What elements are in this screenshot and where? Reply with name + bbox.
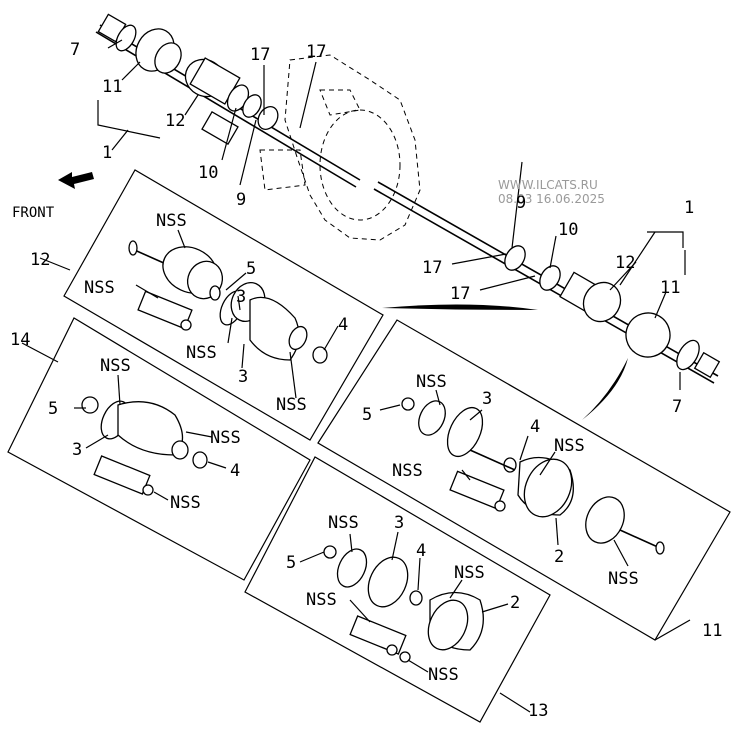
box-13-nss-b: NSS	[454, 563, 485, 583]
front-label: FRONT	[12, 205, 55, 221]
box-12-nss-c: NSS	[186, 343, 217, 363]
leader-swoops	[382, 304, 628, 420]
box-12-id: 12	[30, 250, 50, 270]
watermark-date: 08.03 16.06.2025	[498, 192, 605, 206]
box-13-callout-3: 3	[394, 513, 404, 533]
callout-17-left-a: 17	[250, 45, 270, 65]
box-13-nss-a: NSS	[328, 513, 359, 533]
callout-7-right: 7	[672, 397, 682, 417]
box-11-nss-b: NSS	[554, 436, 585, 456]
callout-9-left: 9	[236, 190, 246, 210]
callout-17-right-a: 17	[422, 258, 442, 278]
box-11	[317, 319, 731, 641]
callout-17-left-b: 17	[306, 42, 326, 62]
box-11-nss-d: NSS	[608, 569, 639, 589]
left-drive-shaft	[95, 13, 361, 188]
callout-12-left: 12	[165, 111, 185, 131]
box-13-nss-d: NSS	[428, 665, 459, 685]
box-11-callout-3: 3	[482, 389, 492, 409]
callout-7-left: 7	[70, 40, 80, 60]
box-14	[7, 317, 311, 581]
box-14-nss-c: NSS	[170, 493, 201, 513]
box-11-nss-c: NSS	[392, 461, 423, 481]
box-14-nss-b: NSS	[210, 428, 241, 448]
callout-11-left: 11	[102, 77, 122, 97]
box-14-callout-3: 3	[72, 440, 82, 460]
box-13-callout-2: 2	[510, 593, 520, 613]
box-14-nss-a: NSS	[100, 356, 131, 376]
callout-9-right: 9	[516, 193, 526, 213]
upper-callout-lines	[97, 39, 686, 390]
callout-12-right: 12	[615, 253, 635, 273]
callout-11-right: 11	[660, 278, 680, 298]
watermark-site: WWW.ILCATS.RU	[498, 178, 598, 192]
callout-10-left: 10	[198, 163, 218, 183]
callout-10-right: 10	[558, 220, 578, 240]
box-14-id: 14	[10, 330, 30, 350]
box-13-callout-4: 4	[416, 541, 426, 561]
box-11-callout-5: 5	[362, 405, 372, 425]
box-12	[39, 169, 384, 441]
box-13-callout-5: 5	[286, 553, 296, 573]
front-arrow-icon	[58, 172, 94, 189]
box-14-callout-4: 4	[230, 461, 240, 481]
callout-17-right-b: 17	[450, 284, 470, 304]
box-12-callout-3b: 3	[238, 367, 248, 387]
box-13-nss-c: NSS	[306, 590, 337, 610]
callout-1-left: 1	[102, 143, 112, 163]
box-12-nss-a: NSS	[156, 211, 187, 231]
box-12-nss-b: NSS	[84, 278, 115, 298]
box-12-callout-3a: 3	[236, 287, 246, 307]
box-11-id: 11	[702, 621, 722, 641]
box-11-callout-4: 4	[530, 417, 540, 437]
differential-housing	[259, 54, 421, 241]
callout-1-right: 1	[684, 198, 694, 218]
box-14-callout-5: 5	[48, 399, 58, 419]
box-11-callout-2: 2	[554, 547, 564, 567]
box-12-callout-5: 5	[246, 259, 256, 279]
box-12-callout-4: 4	[338, 315, 348, 335]
box-11-nss-a: NSS	[416, 372, 447, 392]
box-13	[244, 456, 551, 723]
box-12-nss-d: NSS	[276, 395, 307, 415]
right-drive-shaft	[373, 181, 721, 384]
box-13-id: 13	[528, 701, 548, 721]
